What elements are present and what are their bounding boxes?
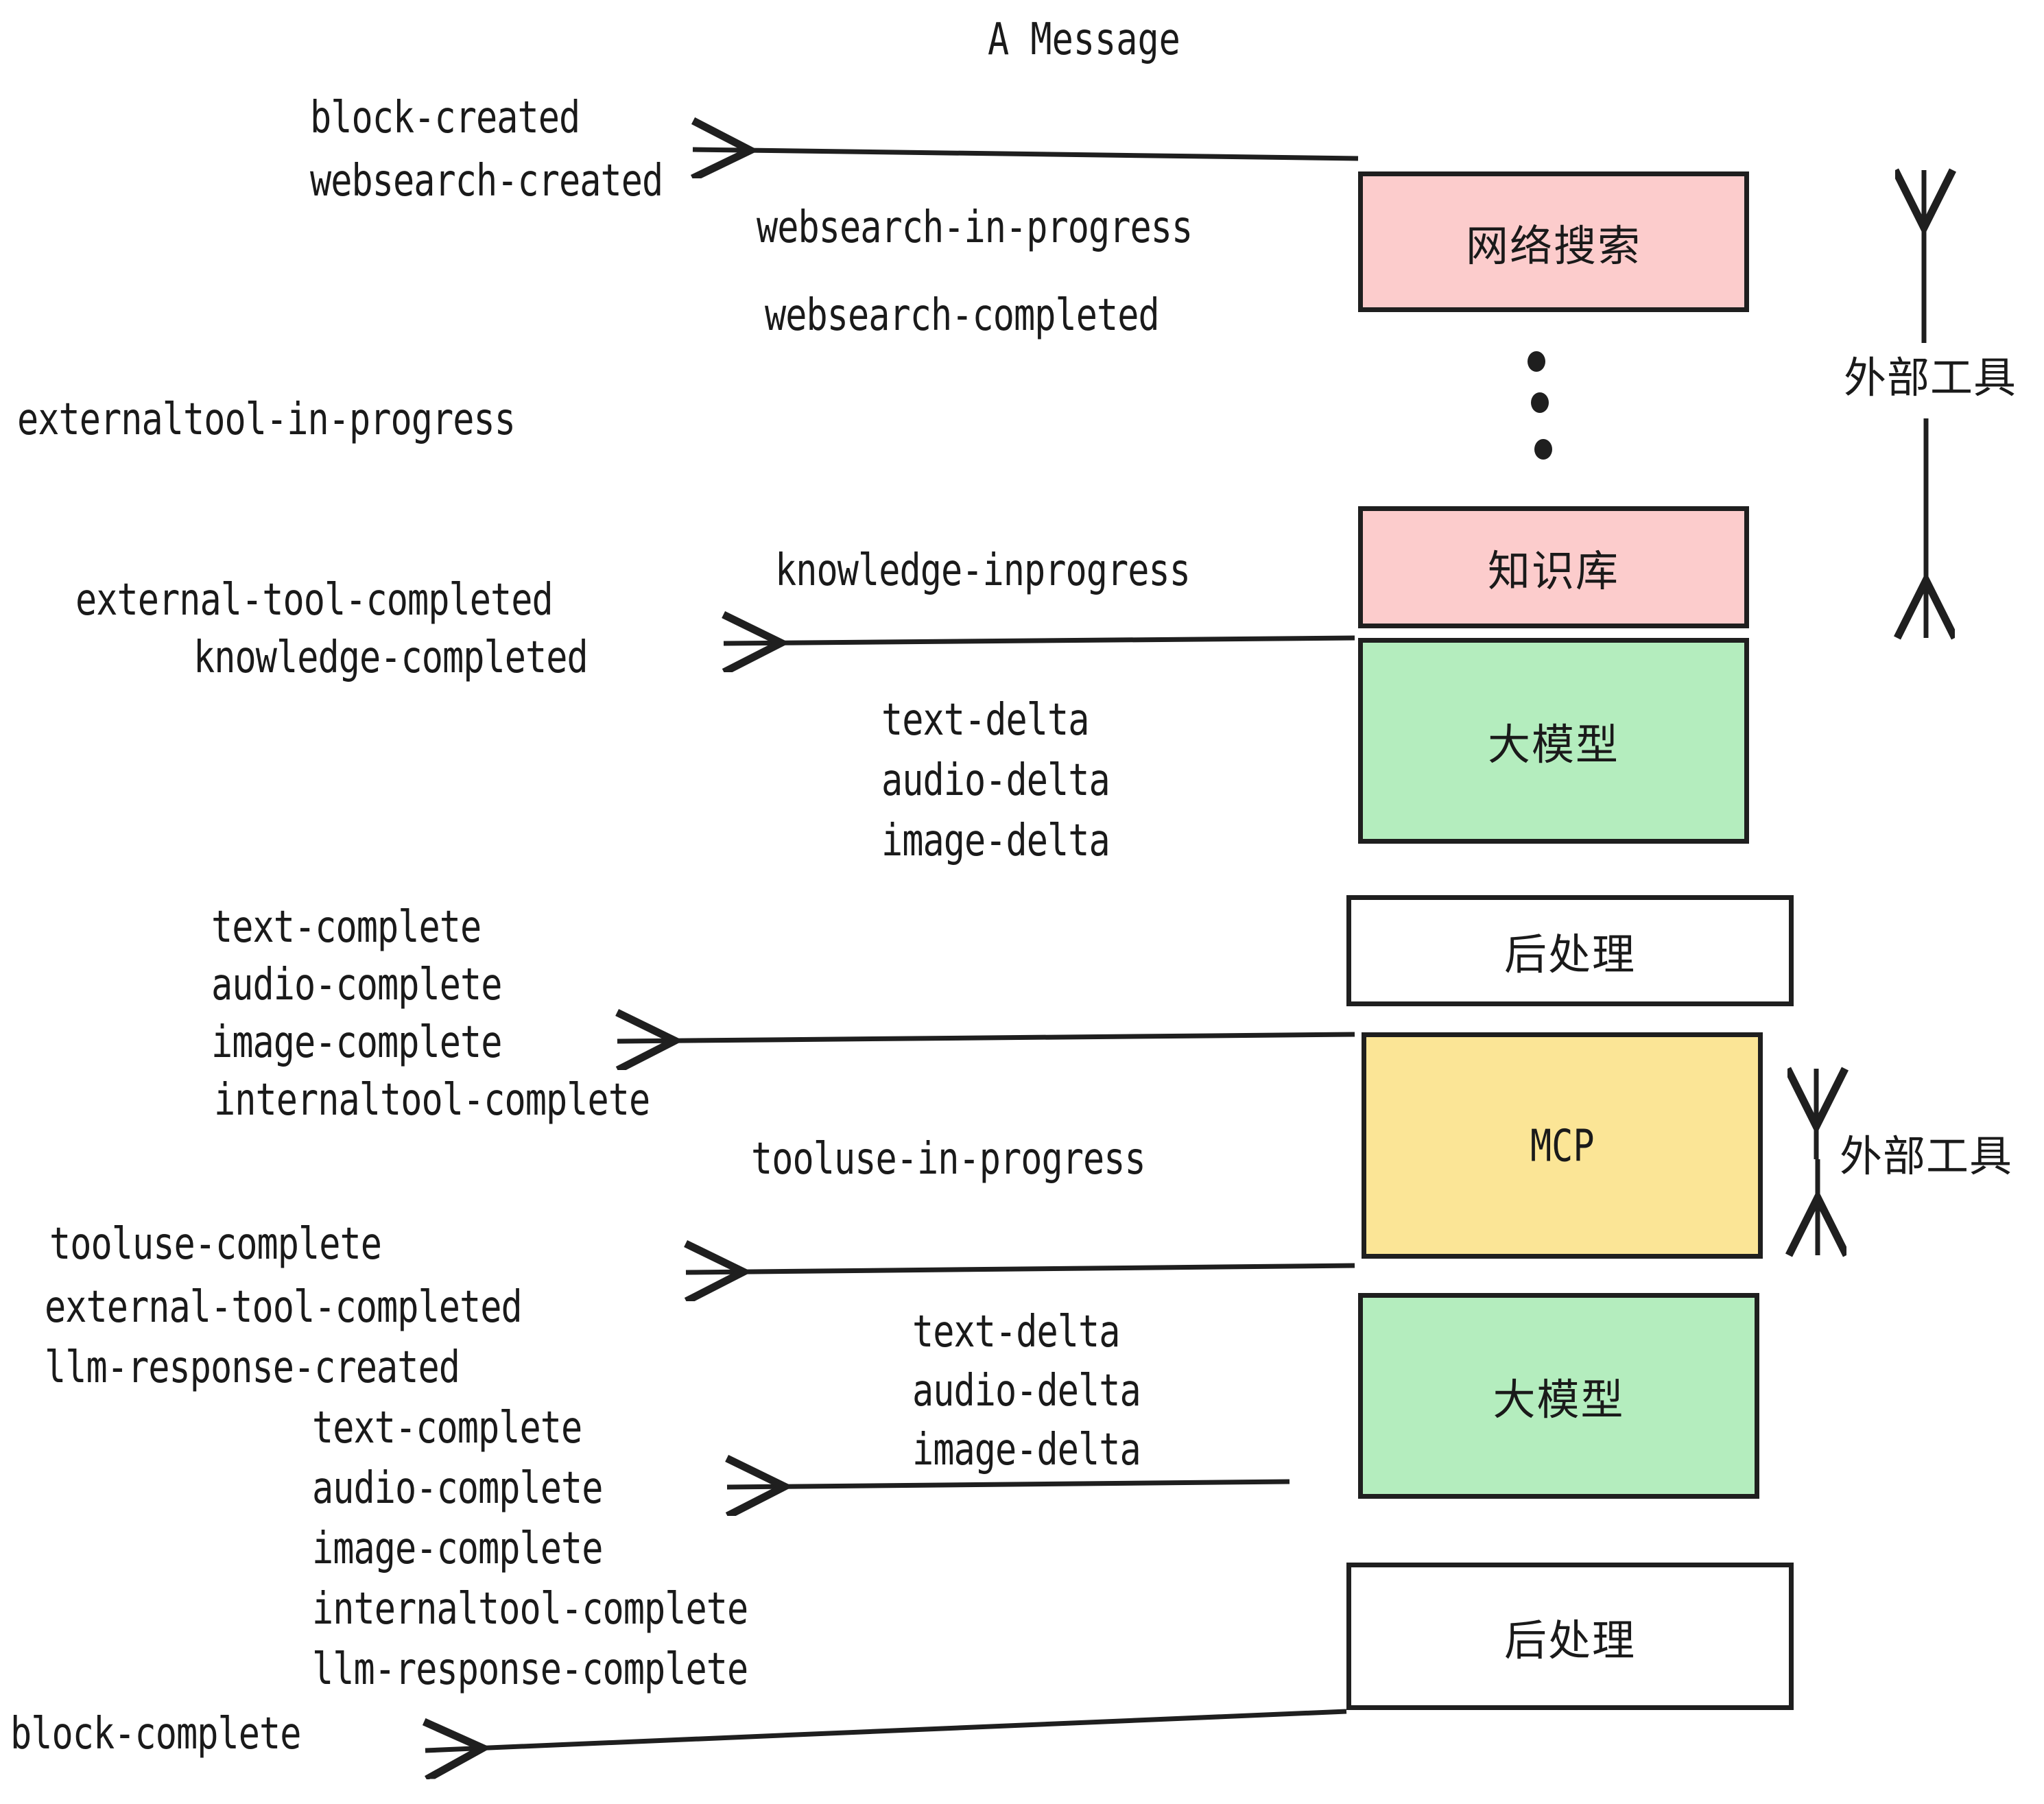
node-postprocess-bottom: 后处理 <box>1346 1563 1794 1710</box>
node-websearch-label: 网络搜索 <box>1465 220 1641 271</box>
event-block-created: block-created <box>310 92 580 143</box>
arrow-mcp-to-tooluse-complete <box>686 1266 1355 1272</box>
event-tooluse-in-progress: tooluse-in-progress <box>751 1133 1146 1185</box>
node-websearch: 网络搜索 <box>1358 171 1749 312</box>
node-mcp-label: MCP <box>1530 1119 1595 1172</box>
external-tool-label-top: 外部工具 <box>1844 353 2017 403</box>
node-llm-top-label: 大模型 <box>1487 720 1619 770</box>
event-externaltool-in-progress: externaltool-in-progress <box>17 394 516 445</box>
event-llm-response-created: llm-response-created <box>45 1342 460 1393</box>
arrow-websearch-to-created <box>693 150 1359 158</box>
event-image-delta-1: image-delta <box>881 815 1110 866</box>
event-tooluse-complete: tooluse-complete <box>49 1218 382 1270</box>
node-knowledge-label: 知识库 <box>1487 546 1619 596</box>
ellipsis-dot-2 <box>1531 392 1549 413</box>
event-text-delta-2: text-delta <box>912 1306 1120 1357</box>
event-audio-delta-2: audio-delta <box>912 1365 1141 1416</box>
event-llm-response-complete: llm-response-complete <box>312 1643 748 1695</box>
arrow-postprocess-to-block-complete <box>425 1709 1347 1750</box>
node-llm-bottom-label: 大模型 <box>1493 1375 1625 1425</box>
event-internaltool-complete-1: internaltool-complete <box>214 1074 650 1126</box>
event-external-tool-completed-1: external-tool-completed <box>75 574 554 626</box>
event-external-tool-completed-2: external-tool-completed <box>45 1281 523 1333</box>
event-knowledge-completed: knowledge-completed <box>193 632 589 683</box>
page-title: A Message <box>988 14 1180 65</box>
event-internaltool-complete-2: internaltool-complete <box>312 1583 748 1635</box>
external-tool-label-bottom: 外部工具 <box>1840 1131 2013 1181</box>
event-websearch-in-progress: websearch-in-progress <box>757 202 1193 253</box>
node-postprocess-top: 后处理 <box>1346 895 1794 1006</box>
arrow-llm-top-to-image-complete <box>617 1034 1355 1041</box>
event-image-delta-2: image-delta <box>912 1424 1141 1475</box>
event-image-complete-2: image-complete <box>312 1523 603 1574</box>
event-image-complete-1: image-complete <box>211 1017 502 1068</box>
event-websearch-completed: websearch-completed <box>765 289 1160 341</box>
event-audio-complete-2: audio-complete <box>312 1462 603 1514</box>
arrow-llm-bottom-to-audio-complete <box>727 1482 1290 1487</box>
event-websearch-created: websearch-created <box>310 155 663 206</box>
arrow-knowledge-to-completed <box>724 638 1355 643</box>
event-knowledge-inprogress: knowledge-inprogress <box>775 545 1191 596</box>
node-mcp: MCP <box>1362 1032 1763 1259</box>
event-text-complete-2: text-complete <box>312 1402 582 1453</box>
node-knowledge: 知识库 <box>1358 506 1749 628</box>
event-text-complete-1: text-complete <box>211 901 482 953</box>
event-block-complete: block-complete <box>10 1708 301 1759</box>
node-postprocess-bottom-label: 后处理 <box>1504 1615 1636 1665</box>
ellipsis-dot-1 <box>1528 351 1545 372</box>
node-llm-top: 大模型 <box>1358 638 1749 844</box>
event-audio-complete-1: audio-complete <box>211 959 502 1010</box>
node-postprocess-top-label: 后处理 <box>1504 929 1636 980</box>
event-audio-delta-1: audio-delta <box>881 755 1110 806</box>
ellipsis-dot-3 <box>1534 439 1552 460</box>
node-llm-bottom: 大模型 <box>1358 1293 1759 1499</box>
event-text-delta-1: text-delta <box>881 694 1089 746</box>
